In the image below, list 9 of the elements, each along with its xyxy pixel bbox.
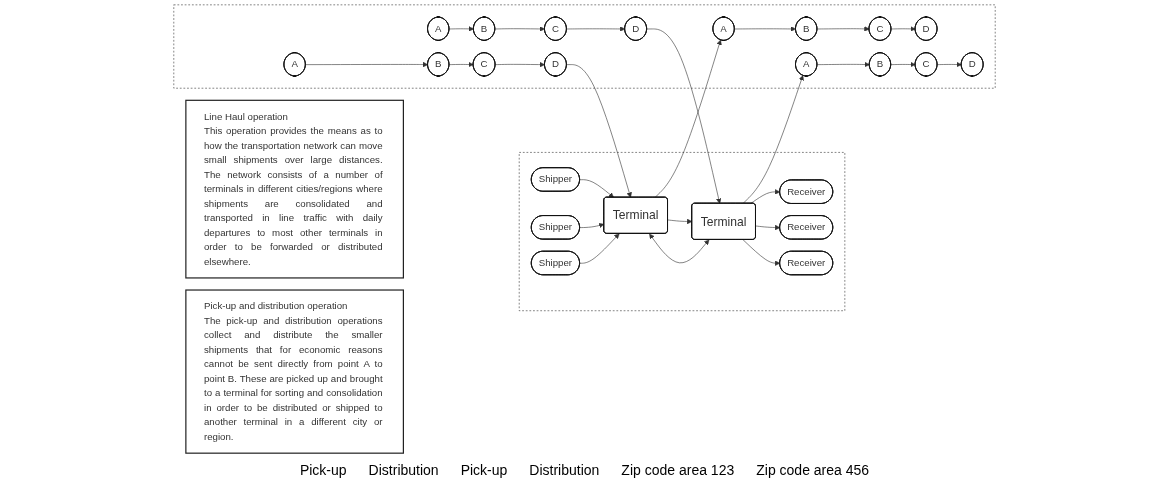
cluster — [518, 152, 846, 312]
cluster — [173, 4, 996, 89]
note-text: Zip code area 123 — [621, 462, 735, 478]
node-box: Pick-up and distribution operation The pick-up and distribution operations collect and distribute the smaller shipments that for economic reasons cannot be sent directly from point A to point B. These are picked up and brought to a terminal for sorting and consolidation in order to be distributed or shipped to another terminal in a different city or region. — [185, 289, 404, 454]
note-text: Pick-up — [460, 462, 508, 478]
note-text: Distribution — [368, 462, 439, 478]
node-box: Line Haul operation This operation provides the means as to how the transportation network can move small shipments over large distances. The network consists of a number of terminals in different cities/regions where shipments are consolidated and transported in line traffic with daily departures to most other terminals in order to be forwarded or distributed elsewhere. — [185, 99, 404, 279]
note-text: Distribution — [529, 462, 600, 478]
note-text: Zip code area 456 — [756, 462, 870, 478]
